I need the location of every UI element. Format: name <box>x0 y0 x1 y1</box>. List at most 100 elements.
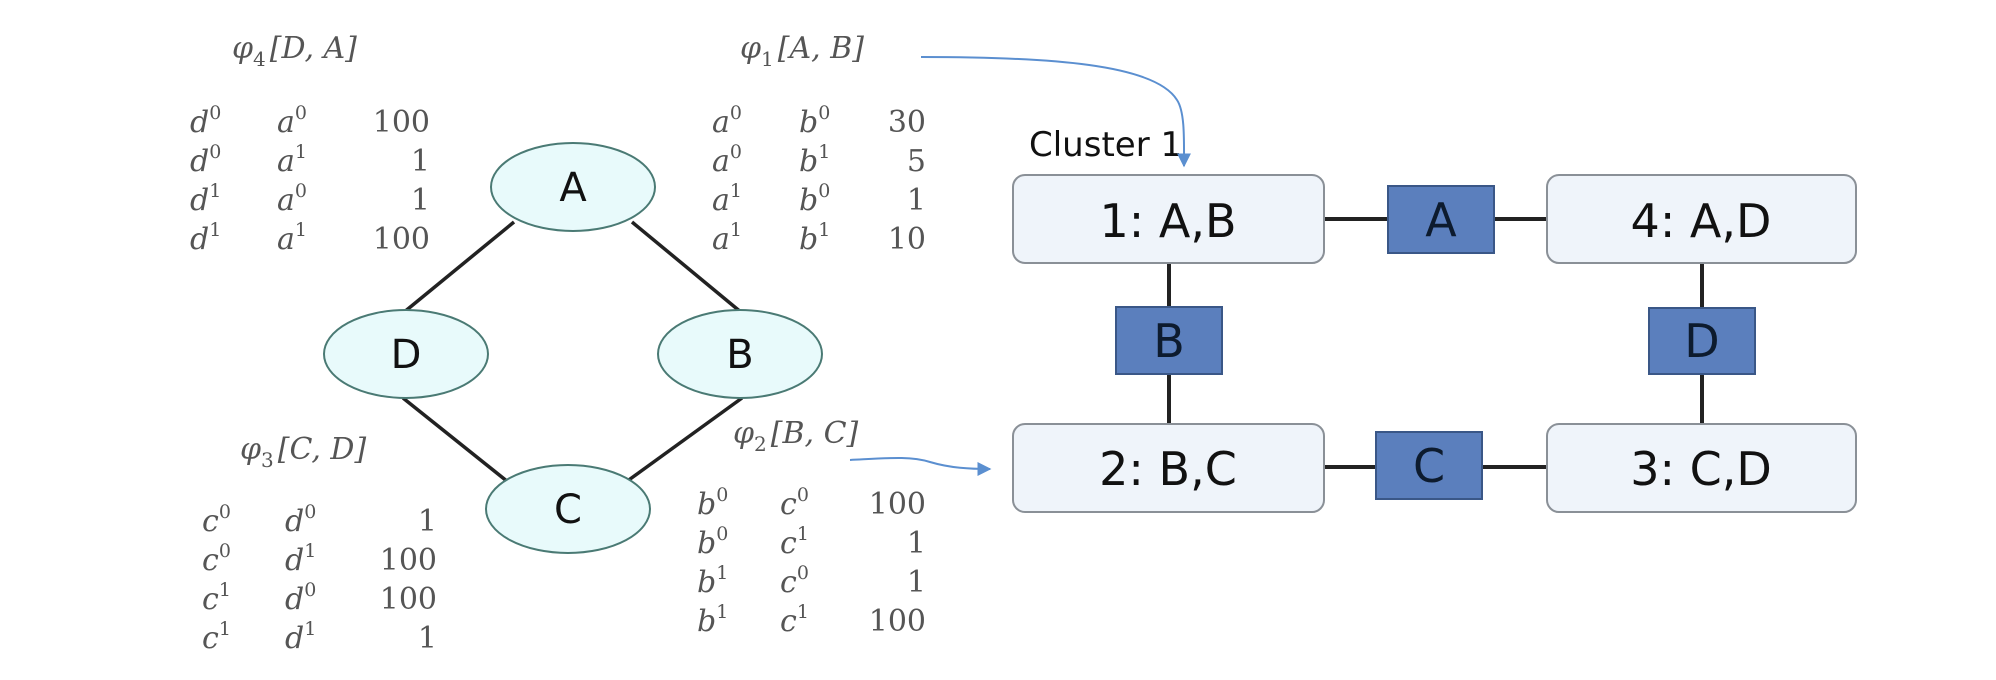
factor-row-var1: d0 <box>190 141 221 179</box>
factor-row-value: 1 <box>411 183 430 218</box>
cluster-2[interactable]: 2: B,C <box>1012 423 1325 513</box>
node-a[interactable]: A <box>490 142 656 232</box>
factor-row-var1: c1 <box>202 618 231 656</box>
factor-row-var1: a1 <box>712 219 742 257</box>
factor-row-value: 1 <box>907 526 926 561</box>
factor-title-phi1: φ1[A, B] <box>740 31 864 71</box>
factor-scope: [A, B] <box>778 31 864 66</box>
factor-row-var2: d1 <box>285 618 316 656</box>
factor-row-var2: b1 <box>799 141 830 179</box>
factor-row-var1: b0 <box>697 523 728 561</box>
arrow-phi2-to-cluster-2 <box>849 457 992 476</box>
sepset-c[interactable]: C <box>1375 431 1483 500</box>
factor-row-value: 100 <box>373 105 430 140</box>
factor-index: 2 <box>754 432 767 456</box>
sepset-d-label: D <box>1684 314 1719 368</box>
factor-row-var1: c0 <box>202 501 231 539</box>
factor-row-var2: d1 <box>285 540 316 578</box>
cluster-2-label: 2: B,C <box>1099 442 1237 496</box>
factor-row-value: 5 <box>907 144 926 179</box>
factor-index: 1 <box>761 47 774 71</box>
node-d-label: D <box>391 332 422 378</box>
factor-row-var2: c1 <box>780 601 809 639</box>
edge-c-d <box>401 396 510 484</box>
factor-row-var1: b1 <box>697 562 728 600</box>
factor-row-value: 1 <box>418 504 437 539</box>
factor-scope: [D, A] <box>270 31 357 66</box>
factor-title-phi4: φ4[D, A] <box>232 31 357 71</box>
node-a-label: A <box>559 165 587 211</box>
factor-row-var1: c1 <box>202 579 231 617</box>
factor-row-var2: c1 <box>780 523 809 561</box>
factor-row-var2: a0 <box>277 102 307 140</box>
edge-a-b <box>630 220 744 315</box>
factor-row-var1: c0 <box>202 540 231 578</box>
markov-network-nodes: A B C D <box>323 142 823 554</box>
factor-row-value: 1 <box>418 621 437 656</box>
sepset-a[interactable]: A <box>1387 185 1495 254</box>
factor-row-var1: a0 <box>712 141 742 179</box>
cluster-3[interactable]: 3: C,D <box>1546 423 1857 513</box>
factor-row-value: 30 <box>888 105 926 140</box>
cluster-1-label: 1: A,B <box>1099 194 1236 248</box>
factor-scope: [C, D] <box>278 432 367 467</box>
factor-symbol: φ <box>240 432 261 467</box>
factor-row-value: 1 <box>411 144 430 179</box>
factor-symbol: φ <box>740 31 761 66</box>
node-b-label: B <box>726 332 753 378</box>
factor-row-var1: d1 <box>190 219 221 257</box>
sepset-d[interactable]: D <box>1648 307 1756 375</box>
factor-symbol: φ <box>733 416 754 451</box>
factor-row-var2: d0 <box>285 579 316 617</box>
cluster-4-label: 4: A,D <box>1631 194 1772 248</box>
factor-row-value: 100 <box>869 604 926 639</box>
factor-row-value: 10 <box>888 222 926 257</box>
sepset-c-label: C <box>1413 439 1445 493</box>
factor-scope: [B, C] <box>771 416 859 451</box>
node-d[interactable]: D <box>323 309 489 399</box>
node-b[interactable]: B <box>657 309 823 399</box>
sepset-b[interactable]: B <box>1115 306 1223 375</box>
cluster-1[interactable]: 1: A,B <box>1012 174 1325 264</box>
cluster-4[interactable]: 4: A,D <box>1546 174 1857 264</box>
factor-row-var2: c0 <box>780 562 809 600</box>
factor-row-var1: a0 <box>712 102 742 140</box>
factor-row-value: 100 <box>380 543 437 578</box>
factor-row-var2: a0 <box>277 180 307 218</box>
factor-title-phi2: φ2[B, C] <box>733 416 859 456</box>
sepset-b-label: B <box>1153 314 1185 368</box>
cluster-3-label: 3: C,D <box>1630 442 1772 496</box>
factor-row-var2: b0 <box>799 102 830 140</box>
factor-row-var1: a1 <box>712 180 742 218</box>
factor-row-var2: a1 <box>277 141 307 179</box>
factor-row-value: 100 <box>869 487 926 522</box>
sepsets: A B D C <box>1115 185 1756 500</box>
edge-d-a <box>401 220 516 315</box>
factor-row-value: 100 <box>380 582 437 617</box>
factor-row-var1: b0 <box>697 484 728 522</box>
cluster-1-annotation: Cluster 1 <box>1029 125 1182 165</box>
arrow-phi1-to-cluster-1 <box>920 56 1192 168</box>
sepset-a-label: A <box>1425 193 1457 247</box>
factor-row-var1: b1 <box>697 601 728 639</box>
factor-row-value: 1 <box>907 565 926 600</box>
node-c-label: C <box>554 487 582 533</box>
factor-row-var2: b1 <box>799 219 830 257</box>
factor-index: 3 <box>261 448 274 472</box>
factor-row-var2: a1 <box>277 219 307 257</box>
factor-row-value: 100 <box>373 222 430 257</box>
factor-title-phi3: φ3[C, D] <box>240 432 366 472</box>
edge-b-c <box>624 396 744 484</box>
factor-row-value: 1 <box>907 183 926 218</box>
factor-row-var2: b0 <box>799 180 830 218</box>
factor-row-var2: c0 <box>780 484 809 522</box>
markov-network-edges <box>401 220 744 484</box>
node-c[interactable]: C <box>485 464 651 554</box>
factor-row-var2: d0 <box>285 501 316 539</box>
